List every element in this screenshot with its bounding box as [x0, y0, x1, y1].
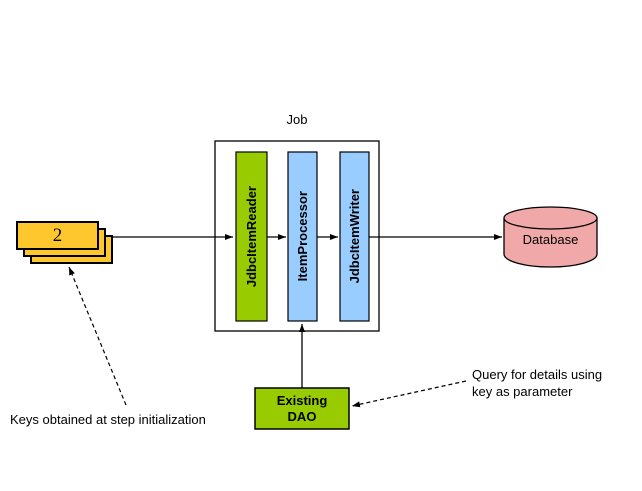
- reader-bar-label-wrap: JdbcItemReader: [236, 152, 267, 321]
- arrow-query-note: [351, 380, 467, 408]
- writer-bar-label: JdbcItemWriter: [347, 189, 362, 284]
- dao-box-label-line2: DAO: [287, 408, 317, 424]
- key-cards-stack: [16, 221, 113, 264]
- query-note-line1: Query for details using: [472, 367, 603, 382]
- processor-bar-label-wrap: ItemProcessor: [288, 152, 317, 321]
- query-note-line2: key as parameter: [472, 384, 573, 399]
- keys-note: Keys obtained at step initialization: [10, 412, 206, 427]
- database-cylinder-body: [503, 218, 598, 268]
- dao-box: [254, 387, 350, 430]
- query-note: Query for details using key as parameter: [472, 366, 602, 400]
- writer-bar: [339, 151, 370, 322]
- reader-bar: [235, 151, 268, 322]
- database-cylinder: [503, 206, 598, 268]
- writer-bar-label-wrap: JdbcItemWriter: [340, 152, 369, 321]
- job-box-title: Job: [286, 112, 308, 127]
- database-cylinder-top: [503, 206, 598, 230]
- database-label: Database: [522, 232, 579, 247]
- key-card-label: 2: [52, 224, 63, 246]
- key-card-front: [16, 221, 99, 250]
- dao-box-label-line1: Existing: [276, 392, 328, 408]
- dao-box-label: Existing DAO: [255, 388, 349, 429]
- arrow-keys-note: [68, 266, 127, 406]
- processor-bar: [287, 151, 318, 322]
- processor-bar-label: ItemProcessor: [295, 191, 310, 282]
- flow-arrows: [112, 234, 502, 388]
- reader-bar-label: JdbcItemReader: [244, 185, 259, 288]
- annotation-arrows: [68, 266, 467, 408]
